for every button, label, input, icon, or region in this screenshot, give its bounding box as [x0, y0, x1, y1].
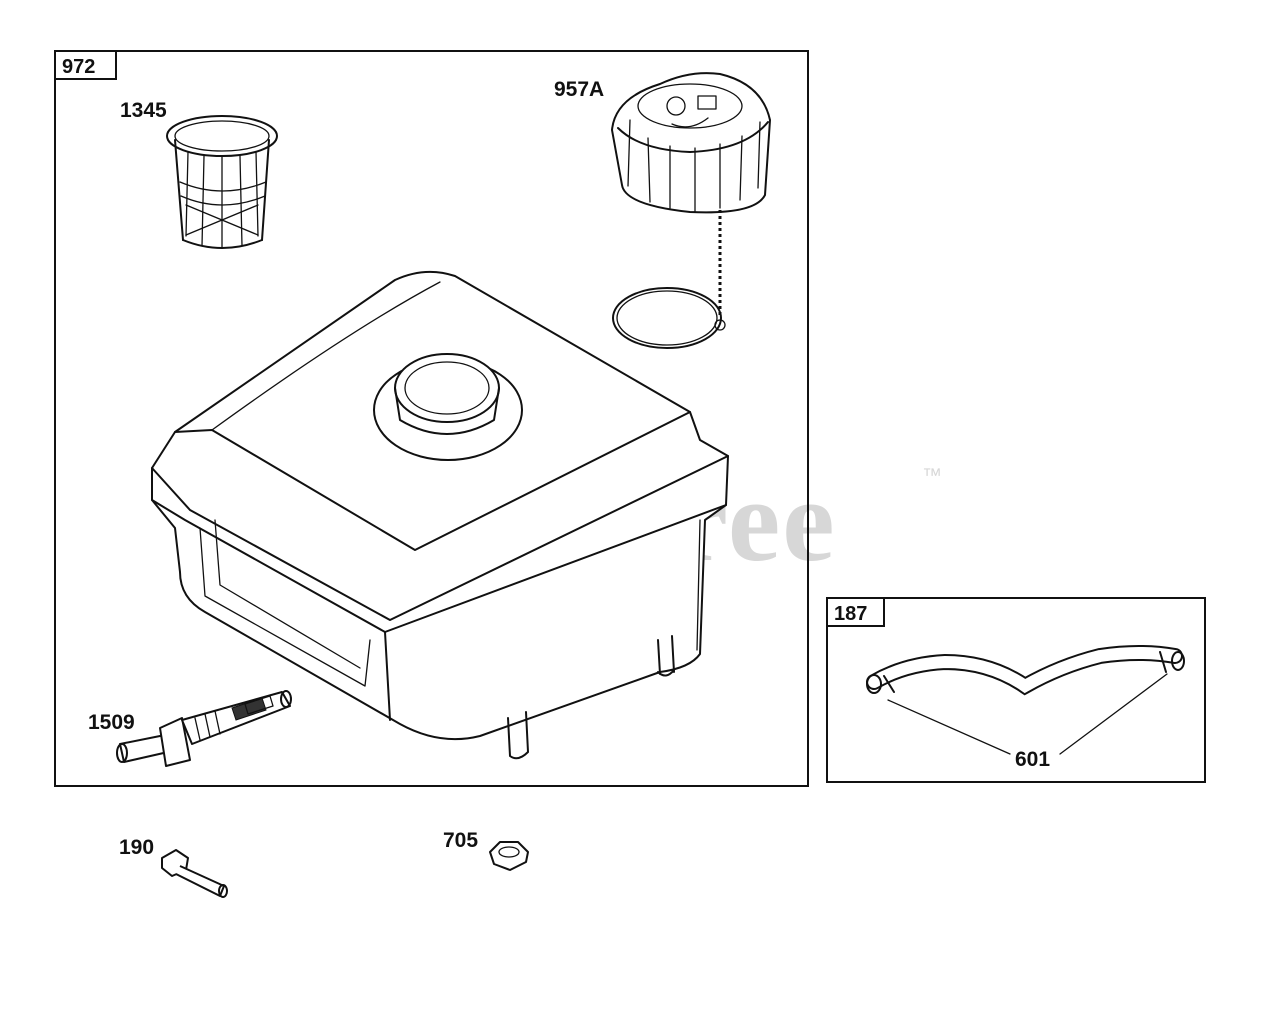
nut-part[interactable] — [489, 841, 529, 871]
frame-187-tag-box — [826, 597, 885, 627]
callout-190: 190 — [119, 836, 154, 859]
callout-957a: 957A — [554, 78, 604, 101]
bolt-part[interactable] — [161, 849, 228, 898]
watermark-trademark: ™ — [922, 465, 942, 487]
frame-972-tag-box — [54, 50, 117, 80]
frame-972-tag: 972 — [62, 56, 95, 78]
fuel-line-part[interactable] — [866, 645, 1185, 755]
fuel-cap-part[interactable] — [611, 72, 771, 349]
shutoff-valve-part[interactable] — [116, 690, 292, 767]
frame-972: 972 — [54, 50, 809, 787]
callout-1509: 1509 — [88, 711, 135, 734]
frame-187-border — [826, 597, 1206, 783]
callout-601: 601 — [1015, 748, 1050, 771]
strainer-screen-part[interactable] — [166, 115, 278, 249]
fuel-tank-part[interactable] — [151, 270, 729, 760]
frame-187: 187 — [826, 597, 1206, 783]
callout-705: 705 — [443, 829, 478, 852]
callout-1345: 1345 — [120, 99, 167, 122]
frame-972-border — [54, 50, 809, 787]
frame-187-tag: 187 — [834, 603, 867, 625]
